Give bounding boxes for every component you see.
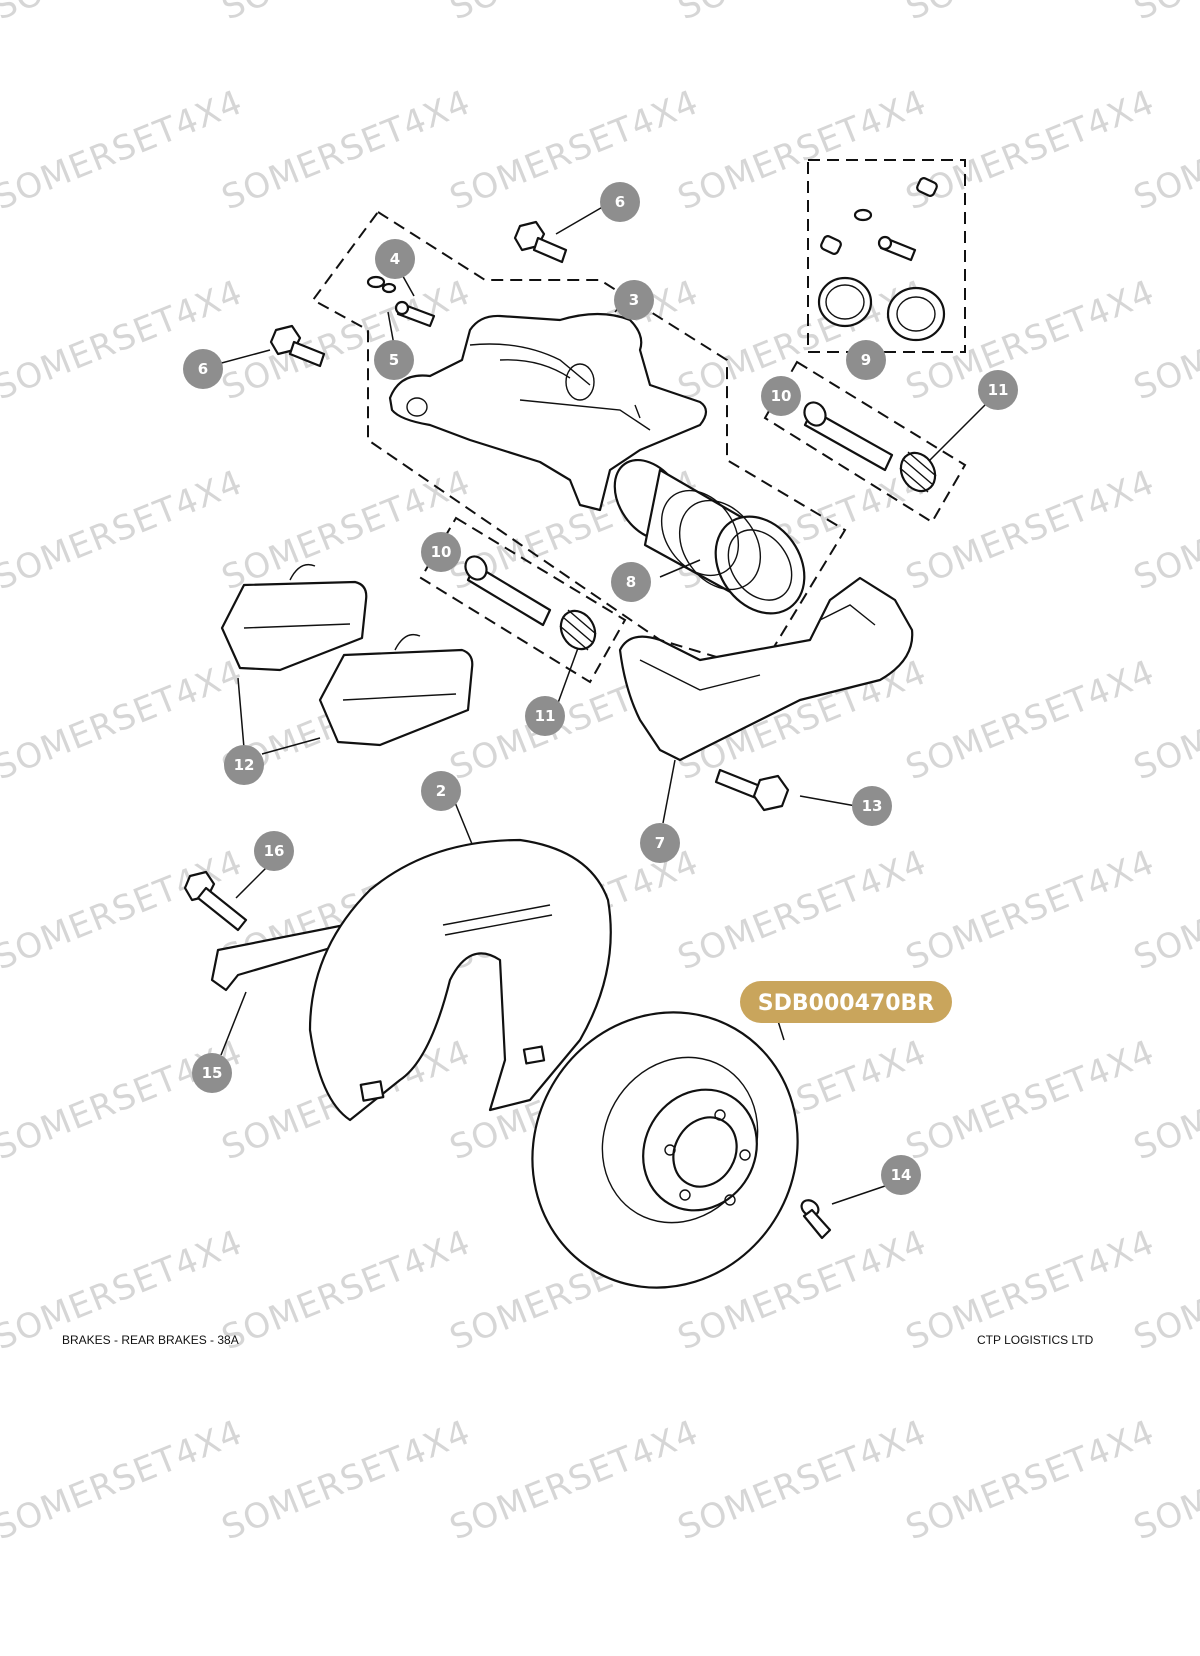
bleed-screw — [394, 300, 436, 328]
svg-text:15: 15 — [202, 1064, 223, 1082]
piston — [613, 458, 806, 615]
watermark-text: SOMERSET4X4 — [0, 1412, 248, 1548]
watermark-text: SOMERSET4X4 — [672, 272, 932, 408]
watermark-text: SOMERSET4X4 — [900, 0, 1160, 28]
footer-section-label: BRAKES - REAR BRAKES - 38A — [62, 1333, 239, 1347]
callout-7: 7 — [640, 823, 680, 863]
caliper-carrier — [618, 576, 914, 762]
watermark-text: SOMERSET4X4 — [216, 82, 476, 218]
callout-6-left: 6 — [183, 349, 223, 389]
caliper-body — [388, 312, 708, 512]
watermark-text: SOMERSET4X4 — [0, 1032, 248, 1168]
watermark-text: SOMERSET4X4 — [900, 1032, 1160, 1168]
brake-disc — [531, 1011, 799, 1289]
svg-text:10: 10 — [771, 387, 792, 405]
watermark-text: SOMERSET4X4 — [444, 82, 704, 218]
watermark-text: SOMERSET4X4 — [672, 842, 932, 978]
seal-kit — [817, 177, 946, 342]
watermark-text: SOMERSET4X4 — [0, 82, 248, 218]
svg-text:6: 6 — [615, 193, 625, 211]
guide-pin-lower — [464, 555, 552, 627]
watermark-text: SOMERSET4X4 — [444, 1412, 704, 1548]
callout-16: 16 — [254, 831, 294, 871]
callout-4: 4 — [375, 239, 415, 279]
seal-kit-outline — [807, 159, 966, 353]
svg-text:9: 9 — [861, 351, 871, 369]
svg-text:2: 2 — [436, 782, 446, 800]
callout-8: 8 — [611, 562, 651, 602]
watermark-text: SOMERSET4X4 — [672, 0, 932, 28]
svg-text:7: 7 — [655, 834, 665, 852]
guide-pin-boot-lower — [559, 609, 597, 651]
footer-company: CTP LOGISTICS LTD — [977, 1333, 1094, 1347]
watermark-text: SOMERSET4X4 — [216, 1222, 476, 1358]
callout-12: 12 — [224, 745, 264, 785]
diagram-code-badge: SDB000470BR — [740, 981, 952, 1023]
callout-9: 9 — [846, 340, 886, 380]
svg-text:13: 13 — [862, 797, 883, 815]
svg-text:16: 16 — [264, 842, 285, 860]
watermark-text: SOMERSET4X4 — [900, 842, 1160, 978]
watermark-text: SOMERSET4X4 — [0, 842, 248, 978]
backplate-bolt — [183, 870, 248, 932]
callout-5: 5 — [374, 340, 414, 380]
svg-text:5: 5 — [389, 351, 399, 369]
watermark-layer: SOMERSET4X4SOMERSET4X4SOMERSET4X4SOMERSE… — [0, 0, 1200, 1548]
watermark-text: SOMERSET4X4 — [0, 0, 248, 28]
guide-pin-kit-outline-lower — [419, 516, 627, 684]
brake-pad-rear — [318, 633, 474, 747]
watermark-text: SOMERSET4X4 — [216, 462, 476, 598]
svg-text:3: 3 — [629, 291, 639, 309]
callout-10-upper: 10 — [761, 376, 801, 416]
diagram-code: SDB000470BR — [758, 991, 934, 1016]
leader-lines — [202, 204, 994, 1205]
brake-pad-front — [220, 563, 368, 672]
watermark-text: SOMERSET4X4 — [0, 462, 248, 598]
watermark-text: SOMERSET4X4 — [1128, 0, 1200, 28]
watermark-text: SOMERSET4X4 — [900, 462, 1160, 598]
callout-15: 15 — [192, 1053, 232, 1093]
watermark-text: SOMERSET4X4 — [0, 652, 248, 788]
svg-text:4: 4 — [390, 250, 400, 268]
callout-2: 2 — [421, 771, 461, 811]
caliper-group-outline — [311, 210, 847, 672]
watermark-text: SOMERSET4X4 — [900, 652, 1160, 788]
svg-text:10: 10 — [431, 543, 452, 561]
watermark-text: SOMERSET4X4 — [900, 1412, 1160, 1548]
watermark-text: SOMERSET4X4 — [672, 82, 932, 218]
caliper-bolt-left — [269, 324, 326, 368]
svg-text:11: 11 — [535, 707, 556, 725]
guide-pin-boot-upper — [899, 451, 937, 493]
carrier-bolt — [714, 768, 790, 812]
dust-shield — [308, 838, 612, 1122]
callout-11-lower: 11 — [525, 696, 565, 736]
watermark-text: SOMERSET4X4 — [672, 1412, 932, 1548]
guide-pin-upper — [803, 401, 894, 472]
disc-retaining-screw — [800, 1199, 832, 1240]
callout-3: 3 — [614, 280, 654, 320]
watermark-text: SOMERSET4X4 — [444, 0, 704, 28]
svg-text:8: 8 — [626, 573, 636, 591]
callout-11-upper: 11 — [978, 370, 1018, 410]
callout-14: 14 — [881, 1155, 921, 1195]
watermark-text: SOMERSET4X4 — [900, 82, 1160, 218]
svg-text:6: 6 — [198, 360, 208, 378]
watermark-text: SOMERSET4X4 — [900, 272, 1160, 408]
watermark-text: SOMERSET4X4 — [0, 272, 248, 408]
watermark-text: SOMERSET4X4 — [216, 1412, 476, 1548]
caliper-bolt-upper — [513, 220, 568, 264]
svg-text:14: 14 — [891, 1166, 912, 1184]
svg-text:12: 12 — [234, 756, 255, 774]
callout-6-upper: 6 — [600, 182, 640, 222]
dust-cap — [366, 275, 397, 294]
callout-13: 13 — [852, 786, 892, 826]
svg-text:11: 11 — [988, 381, 1009, 399]
watermark-text: SOMERSET4X4 — [216, 0, 476, 28]
callout-10-lower: 10 — [421, 532, 461, 572]
